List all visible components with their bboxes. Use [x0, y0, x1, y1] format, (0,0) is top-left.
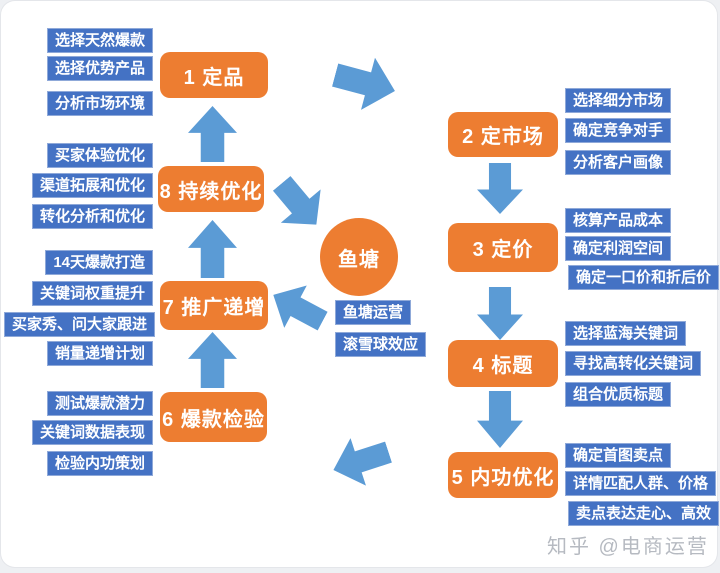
step6-item: 测试爆款潜力	[46, 391, 153, 416]
arrow-bent-pond-to-7-icon	[262, 274, 334, 343]
step7-item: 关键词权重提升	[31, 281, 153, 306]
arrow-bent-5-to-6-icon	[326, 428, 397, 493]
step8-item: 买家体验优化	[46, 143, 153, 168]
step8-item: 渠道拓展和优化	[31, 173, 153, 198]
step2-item: 分析客户画像	[565, 150, 672, 175]
arrow-up-6-to-7-icon	[188, 332, 237, 388]
arrow-bent-1-to-2-icon	[328, 49, 402, 117]
step-box-1: 1 定品	[160, 52, 268, 98]
step4-item: 组合优质标题	[565, 382, 672, 407]
arrow-down-2-to-3-icon	[477, 163, 523, 214]
step-box-3: 3 定价	[448, 223, 558, 272]
step2-item: 确定竞争对手	[565, 118, 672, 143]
step6-item: 关键词数据表现	[31, 420, 153, 445]
step1-item: 选择优势产品	[46, 56, 153, 81]
arrow-down-4-to-5-icon	[477, 391, 523, 448]
step-box-2: 2 定市场	[448, 112, 558, 157]
step-box-4: 4 标题	[448, 340, 558, 387]
step3-item: 确定利润空间	[565, 236, 672, 261]
step-box-5: 5 内功优化	[448, 452, 558, 498]
step1-item: 分析市场环境	[46, 91, 153, 116]
arrow-bent-8-to-pond-icon	[262, 167, 337, 242]
arrow-down-3-to-4-icon	[477, 287, 523, 340]
fish-pond-circle: 鱼塘	[320, 218, 398, 296]
arrow-up-8-to-1-icon	[188, 106, 237, 162]
arrow-up-7-to-8-icon	[188, 220, 237, 278]
watermark-text: 知乎 @电商运营	[547, 536, 709, 558]
step1-item: 选择天然爆款	[46, 28, 153, 53]
step3-item: 确定一口价和折后价	[568, 265, 720, 290]
step7-item: 销量递增计划	[46, 341, 153, 366]
step8-item: 转化分析和优化	[31, 204, 153, 229]
pond-note: 鱼塘运营	[335, 300, 412, 325]
step-box-8: 8 持续优化	[158, 166, 264, 212]
step7-item: 14天爆款打造	[45, 250, 153, 275]
step7-item: 买家秀、问大家跟进	[3, 312, 155, 337]
step4-item: 寻找高转化关键词	[565, 351, 702, 376]
pond-note: 滚雪球效应	[335, 332, 427, 357]
step6-item: 检验内功策划	[46, 451, 153, 476]
step2-item: 选择细分市场	[565, 88, 672, 113]
step-box-7: 7 推广递增	[160, 281, 268, 330]
step5-item: 确定首图卖点	[565, 443, 672, 468]
step5-item: 详情匹配人群、价格	[565, 471, 717, 496]
step4-item: 选择蓝海关键词	[565, 321, 687, 346]
step-box-6: 6 爆款检验	[160, 392, 267, 442]
step5-item: 卖点表达走心、高效	[568, 501, 720, 526]
step3-item: 核算产品成本	[565, 208, 672, 233]
